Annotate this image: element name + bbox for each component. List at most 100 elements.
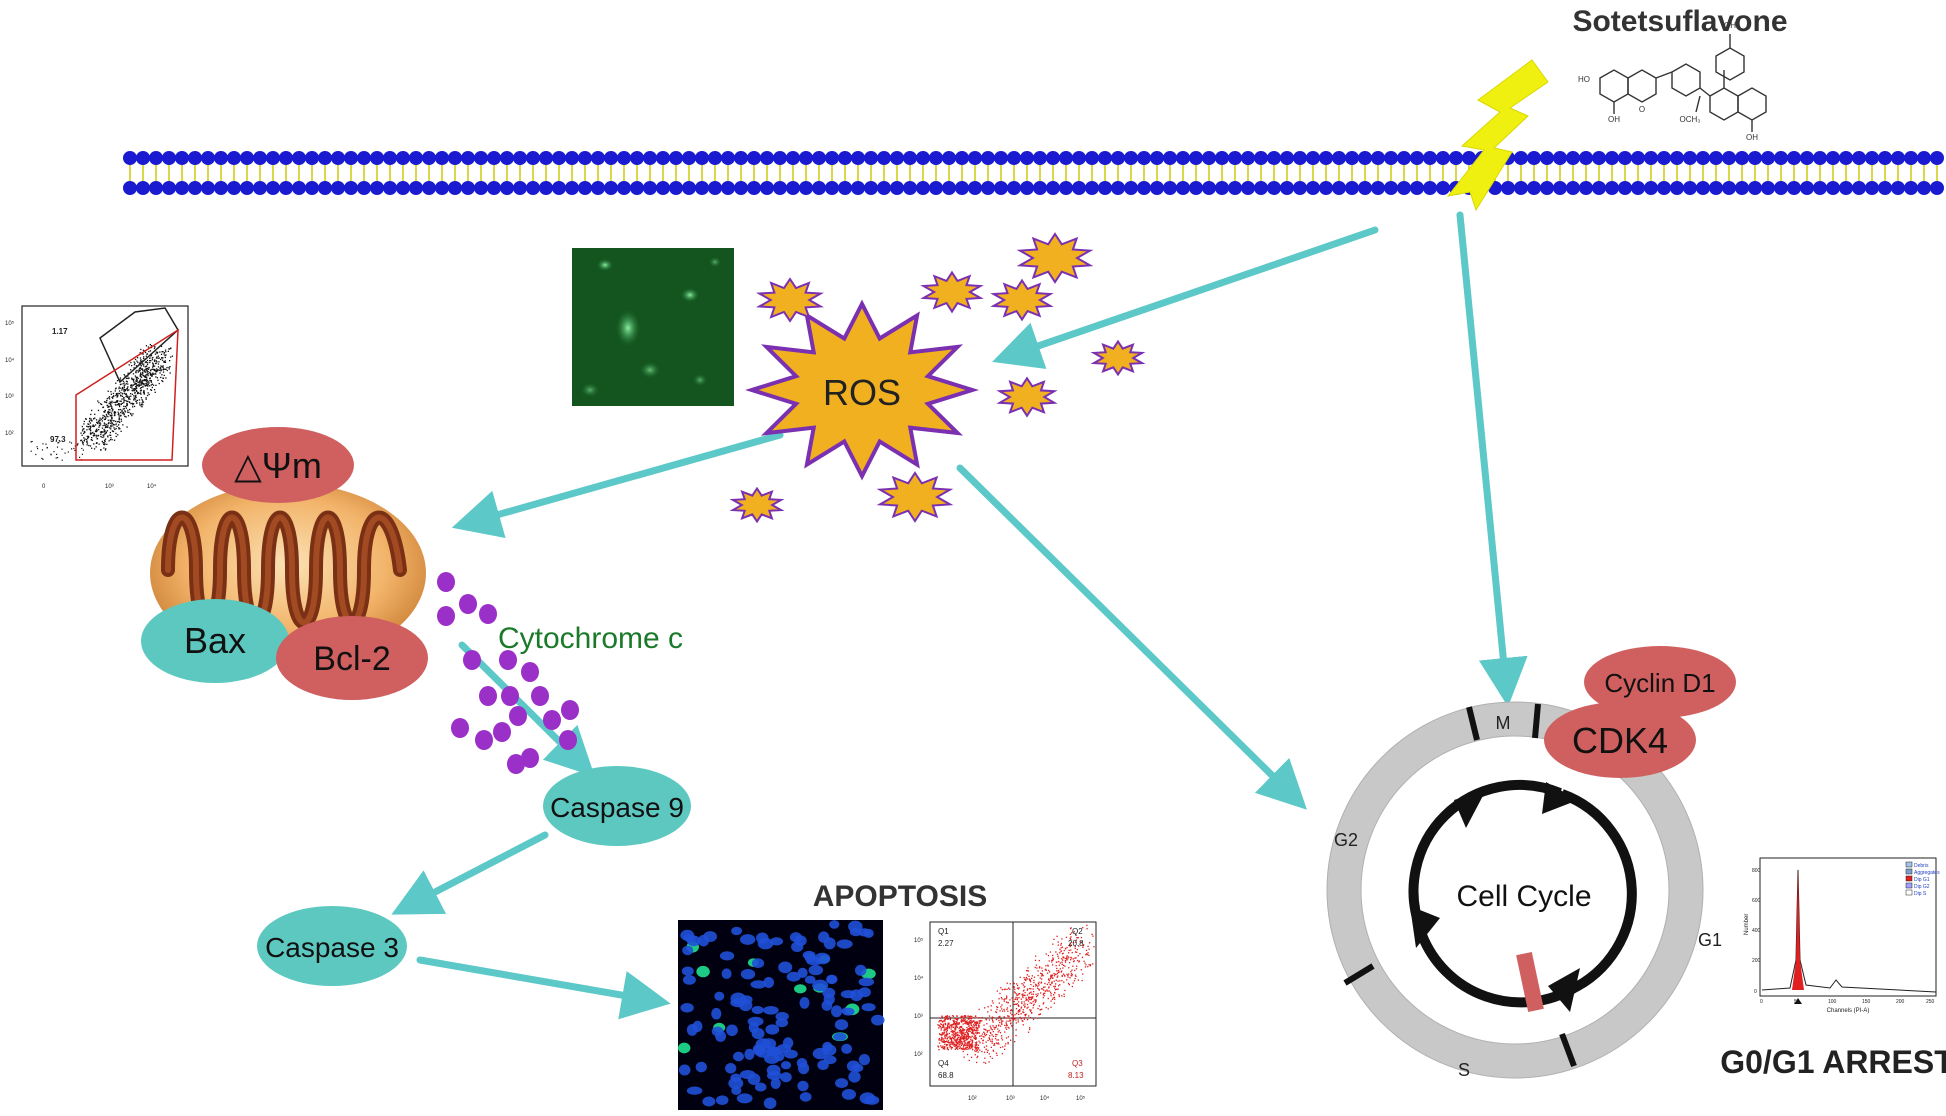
- flow-dot: [1011, 1018, 1013, 1020]
- flow-dot: [155, 373, 157, 375]
- flow-dot: [143, 379, 145, 382]
- flow-dot: [146, 378, 148, 380]
- flow-dot: [157, 379, 159, 381]
- lipid-head: [1605, 151, 1619, 165]
- flow-dot: [967, 1041, 970, 1043]
- flow-dot: [1033, 976, 1036, 978]
- flow-dot: [949, 1044, 951, 1046]
- nucleus: [841, 1089, 857, 1100]
- flow-dot: [967, 1032, 969, 1034]
- flow-dot: [1041, 978, 1043, 980]
- flow-dot: [127, 411, 129, 413]
- flow-dot: [957, 1033, 959, 1035]
- flow-dot: [955, 1041, 957, 1044]
- flow-dot: [1042, 994, 1044, 996]
- flow-dot: [140, 382, 142, 385]
- flow-dot: [101, 403, 103, 406]
- flow-dot: [945, 1027, 947, 1029]
- flow-dot: [995, 1011, 998, 1014]
- nucleus: [766, 1070, 782, 1081]
- flow-dot: [1052, 958, 1054, 960]
- cyclin-d1-node: [1584, 646, 1736, 718]
- flow-dot: [1048, 982, 1050, 984]
- oh-label-bottom-left: OH: [1608, 115, 1620, 124]
- lipid-head: [1761, 181, 1775, 195]
- flow-dot: [968, 1042, 970, 1044]
- flow-dot: [115, 435, 117, 438]
- flow-dot: [81, 434, 83, 436]
- nucleus: [715, 1095, 729, 1106]
- apop-xtick-1: 10²: [968, 1096, 977, 1102]
- flow-dot: [1047, 979, 1050, 981]
- flow-dot: [124, 375, 126, 377]
- flow-dot: [1051, 981, 1053, 983]
- flow-dot: [143, 391, 145, 393]
- flow-dot: [103, 434, 105, 436]
- arrow-caspase9-to-caspase3: [391, 831, 549, 915]
- flow-dot: [961, 1043, 963, 1045]
- flow-dot: [980, 1035, 982, 1037]
- flow-dot: [1066, 979, 1068, 981]
- lipid-head: [838, 151, 852, 165]
- flow-dot: [98, 443, 100, 445]
- flow-dot: [976, 1056, 978, 1059]
- flow-dot: [1072, 958, 1074, 960]
- flow-dot: [1027, 970, 1030, 972]
- flow-dot: [1067, 976, 1069, 978]
- flow-dot: [977, 1048, 979, 1050]
- flow-dot: [952, 1026, 954, 1028]
- flow-dot: [1075, 951, 1077, 953]
- flow-dot: [962, 1019, 964, 1022]
- flow-dot: [109, 439, 112, 441]
- flow-dot: [963, 1017, 965, 1019]
- flow-dot: [140, 386, 143, 389]
- flow-dot: [990, 1046, 992, 1048]
- flow-dot: [952, 1019, 954, 1021]
- flow-dot: [1006, 995, 1008, 997]
- flow-dot: [1071, 932, 1073, 934]
- flow-dot: [1033, 1003, 1035, 1005]
- flow-dot: [1013, 986, 1015, 988]
- flow-dot: [975, 1045, 977, 1047]
- flow-dot: [101, 427, 104, 429]
- flow-dot: [1007, 1036, 1010, 1038]
- flow-dot: [1051, 959, 1053, 961]
- flow-dot: [999, 1025, 1002, 1027]
- flow-dot: [161, 351, 163, 353]
- flow-dot: [1044, 990, 1046, 992]
- flow-dot: [1000, 987, 1002, 989]
- flow-dot: [30, 450, 32, 452]
- flow-dot: [155, 360, 157, 362]
- flow-dot: [83, 423, 85, 425]
- flow-dot: [136, 360, 138, 362]
- flow-dot: [95, 446, 97, 448]
- nucleus: [797, 1080, 809, 1092]
- flow-dot: [1069, 937, 1071, 939]
- flow-dot: [1021, 1020, 1023, 1022]
- flow-dot: [121, 398, 123, 400]
- flow-dot: [1076, 951, 1078, 953]
- flow-dot: [109, 419, 111, 421]
- flow-dot: [1040, 992, 1042, 994]
- flow-dot: [1045, 953, 1047, 955]
- lipid-head: [227, 151, 241, 165]
- flow-dot: [1001, 1008, 1003, 1010]
- flow-dot: [976, 1032, 978, 1034]
- oh-label-top: OH: [1724, 21, 1736, 30]
- flow-dot: [1039, 972, 1042, 974]
- flow-dot: [156, 352, 158, 355]
- lipid-head: [1670, 181, 1684, 195]
- flow-dot: [1053, 996, 1056, 998]
- lipid-head: [461, 181, 475, 195]
- flow-dot: [961, 1034, 963, 1036]
- lipid-head: [1683, 151, 1697, 165]
- lipid-head: [890, 181, 904, 195]
- flow-dot: [89, 419, 91, 421]
- nucleus: [748, 1021, 759, 1034]
- flow-dot: [82, 442, 84, 444]
- nucleus: [750, 980, 767, 989]
- flow-dot: [946, 1034, 948, 1036]
- cytochrome-c-dot: [493, 722, 511, 742]
- flow-dot: [945, 1015, 947, 1018]
